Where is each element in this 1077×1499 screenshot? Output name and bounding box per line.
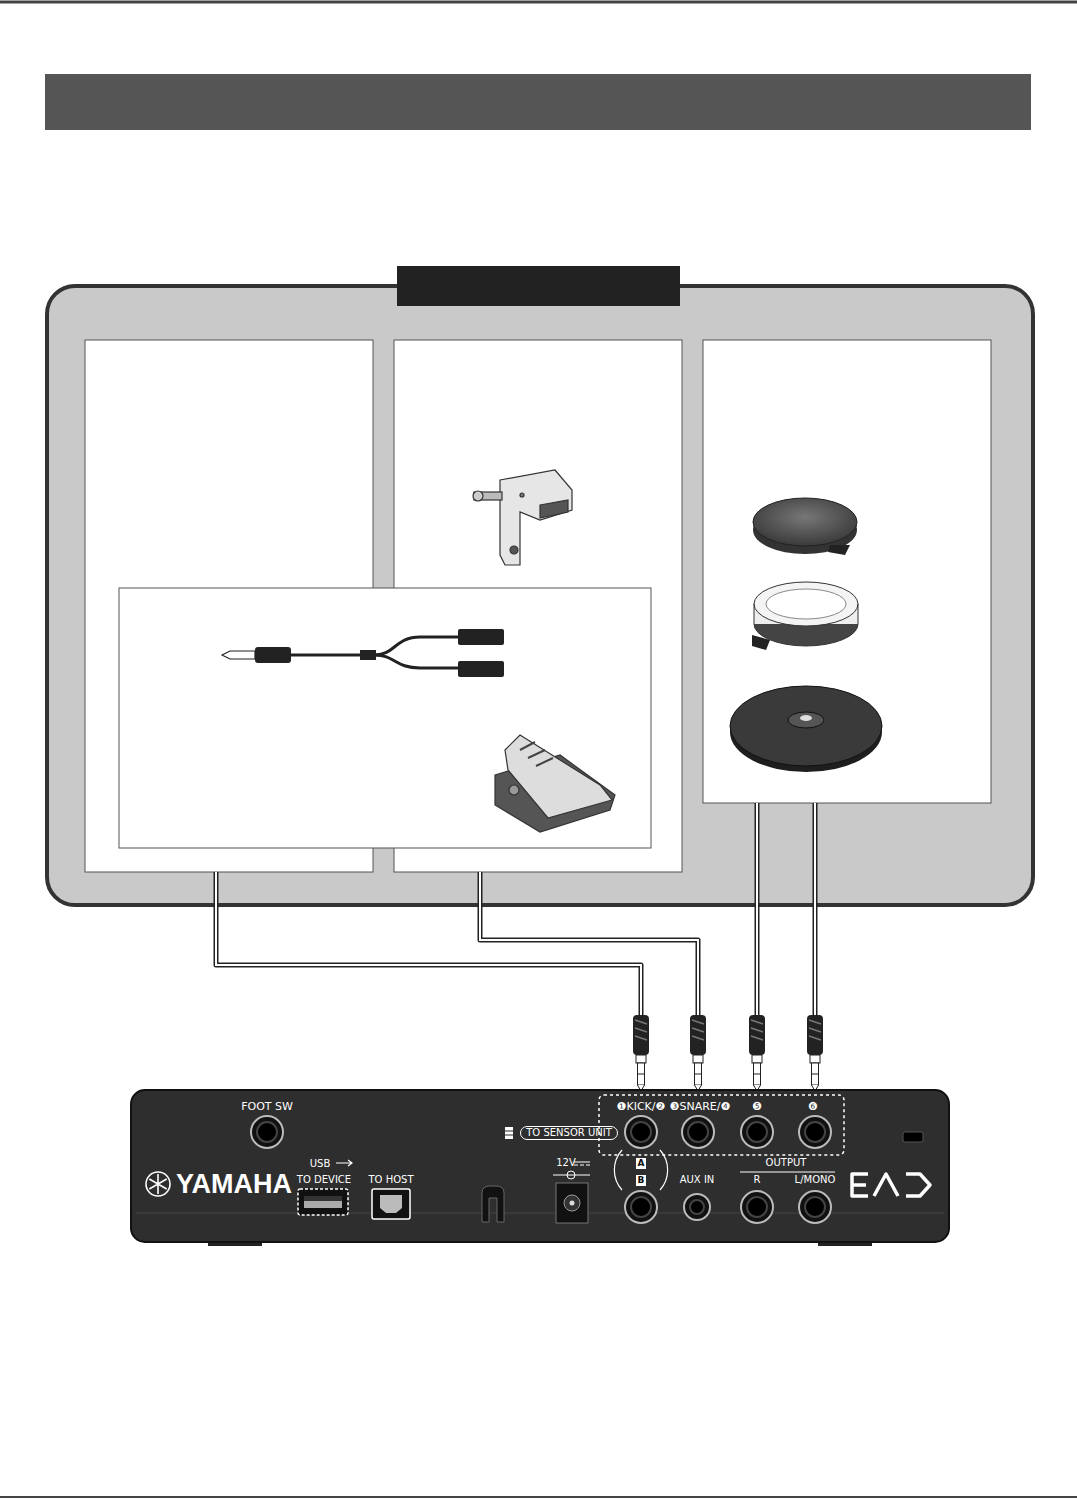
input-letter: A <box>636 1158 647 1169</box>
port-label: TO HOST <box>368 1174 413 1186</box>
jack-label: FOOT SW <box>241 1100 293 1113</box>
port-label: OUTPUT <box>766 1157 807 1169</box>
port-label: TO DEVICE <box>297 1174 351 1186</box>
brand-logo: YAMAHA <box>176 1168 292 1200</box>
jack-label: ❶KICK/❷ <box>617 1100 666 1113</box>
jack-label: ❸SNARE/❹ <box>670 1100 731 1113</box>
port-group-label: TO SENSOR UNIT <box>520 1126 618 1140</box>
jack-label: ❻ <box>808 1100 818 1113</box>
port-label: R <box>754 1174 761 1186</box>
module-rear-panel: FOOT SW ❶KICK/❷ ❸SNARE/❹ ❺ ❻ TO SENSOR UNIT AB… <box>131 1090 949 1242</box>
input-letter: B <box>636 1175 647 1186</box>
port-label: L/MONO <box>795 1174 836 1186</box>
port-label: USB <box>310 1158 331 1170</box>
port-label: AUX IN <box>680 1174 715 1186</box>
jack-label: ❺ <box>752 1100 762 1113</box>
power-label: 12V <box>556 1157 576 1169</box>
